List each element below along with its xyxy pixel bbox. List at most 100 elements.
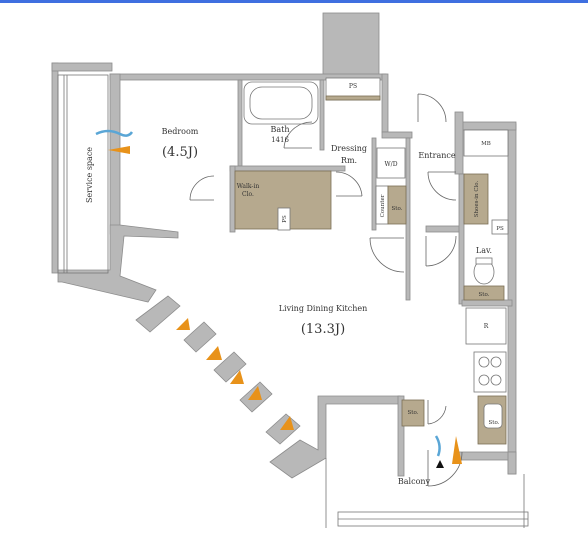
ps-closet-label: PS [282, 215, 288, 223]
facade-pier-2 [183, 321, 217, 353]
burner [490, 374, 502, 386]
wall-right [507, 123, 517, 475]
ps-top-shelf [325, 95, 381, 101]
labels: Bedroom (4.5J) Bath 1416 Dressing Rm. En… [85, 83, 504, 486]
lav-sto-label: Sto. [479, 292, 490, 298]
airflow-arrow-icon [280, 416, 294, 430]
walls [51, 12, 517, 479]
wall-lav-top [425, 225, 463, 233]
airflow-arrow-icon [95, 129, 462, 464]
burner [478, 356, 490, 368]
north-marker-icon [436, 460, 444, 468]
counter-label: Counter [380, 194, 386, 217]
facade-pier-1 [135, 295, 181, 333]
airflow-arrow-icon [95, 129, 134, 137]
service-space-frame [57, 74, 109, 274]
lav-storage [463, 285, 505, 301]
ps-right-box [491, 219, 509, 235]
wall-closet-top [229, 165, 346, 172]
wall-bath-left [237, 79, 243, 167]
balcony-railing [325, 458, 529, 528]
shoes-door [427, 171, 457, 201]
ps-right-label: PS [496, 226, 504, 232]
airflow-arrow-icon [434, 435, 441, 457]
wall-bottom-left [269, 395, 401, 479]
wall-mb-top [461, 121, 517, 131]
toilet-tank [475, 257, 493, 265]
kitchen-sto-label: Sto. [489, 420, 500, 426]
top-accent-bar [0, 0, 588, 3]
sto-door [427, 400, 447, 425]
doors [189, 93, 463, 487]
walkin-label-line2: Clo. [242, 191, 254, 198]
bedroom-label: Bedroom [162, 127, 199, 136]
lav-label: Lav. [476, 246, 492, 255]
wd-label: W/D [385, 161, 398, 168]
wall-entrance-lower [405, 137, 411, 301]
ldk-size: (13.3J) [301, 322, 345, 337]
refrigerator-space [465, 307, 507, 345]
wall-left-lower [57, 224, 179, 303]
balcony-storage [401, 399, 425, 427]
shoes-in-closet [463, 173, 489, 225]
wall-entrance-left [381, 73, 389, 133]
airflow-arrow-icon [206, 346, 222, 360]
bathtub-inner [249, 86, 313, 120]
mb-label: MB [481, 141, 491, 147]
wall-balcony-right [507, 451, 517, 475]
airflow-arrow-icon [108, 146, 130, 154]
airflow-arrow-icon [230, 370, 244, 384]
bedroom-door [189, 175, 215, 201]
wall-entrance-bottom [381, 131, 413, 139]
wall-balcony-top [457, 451, 517, 461]
stove [473, 351, 507, 393]
structural-column-top [322, 12, 380, 78]
bath-label: Bath [270, 125, 289, 134]
dressing-label-line2: Rm. [341, 156, 357, 165]
dressing-label-line1: Dressing [331, 144, 367, 153]
balcony-door [427, 450, 463, 487]
fixtures [234, 77, 509, 445]
bedroom-size: (4.5J) [162, 145, 198, 160]
kitchen-sink [483, 403, 503, 429]
bath-code: 1416 [271, 136, 289, 144]
dressing-sto-label: Sto. [392, 206, 403, 212]
wall-dressing-right [371, 137, 377, 231]
burner [478, 374, 490, 386]
service-space-label: Service space [85, 147, 94, 203]
ps-closet-box [277, 207, 291, 231]
entrance-label: Entrance [418, 151, 455, 160]
washer-dryer [376, 147, 406, 179]
meter-box [463, 129, 509, 157]
wall-lav-bottom [461, 299, 513, 307]
balcony-label: Balcony [398, 477, 431, 486]
bath-door [283, 121, 313, 149]
airflow-arrow-icon [248, 386, 262, 400]
walkin-label-line1: Walk-in [237, 183, 260, 190]
wall-lav-left [458, 173, 465, 305]
wall-balcony-left [397, 395, 405, 477]
wall-entrance-right [454, 111, 464, 175]
dressing-storage [387, 185, 407, 225]
fridge-label: R [484, 323, 489, 330]
shoes-in-label: Shoes-in Clo. [474, 180, 480, 217]
wall-left-outer [51, 62, 59, 274]
facade-pier-3 [213, 351, 247, 383]
entrance-door [417, 93, 447, 123]
lav-door [425, 235, 457, 267]
closet-door [335, 171, 363, 197]
airflow-arrow-icon [452, 436, 462, 464]
wall-bedroom-left [109, 73, 121, 235]
balcony-sto-label: Sto. [408, 410, 419, 416]
burner [490, 356, 502, 368]
wall-closet-left [229, 165, 236, 233]
ldk-door [369, 237, 405, 273]
service-space-window [57, 74, 109, 274]
ldk-label: Living Dining Kitchen [279, 304, 368, 313]
airflow-arrow-icon [176, 318, 190, 330]
wall-bath-right [319, 79, 325, 151]
ps-top-label: PS [349, 83, 357, 90]
wall-top-left [51, 62, 113, 72]
